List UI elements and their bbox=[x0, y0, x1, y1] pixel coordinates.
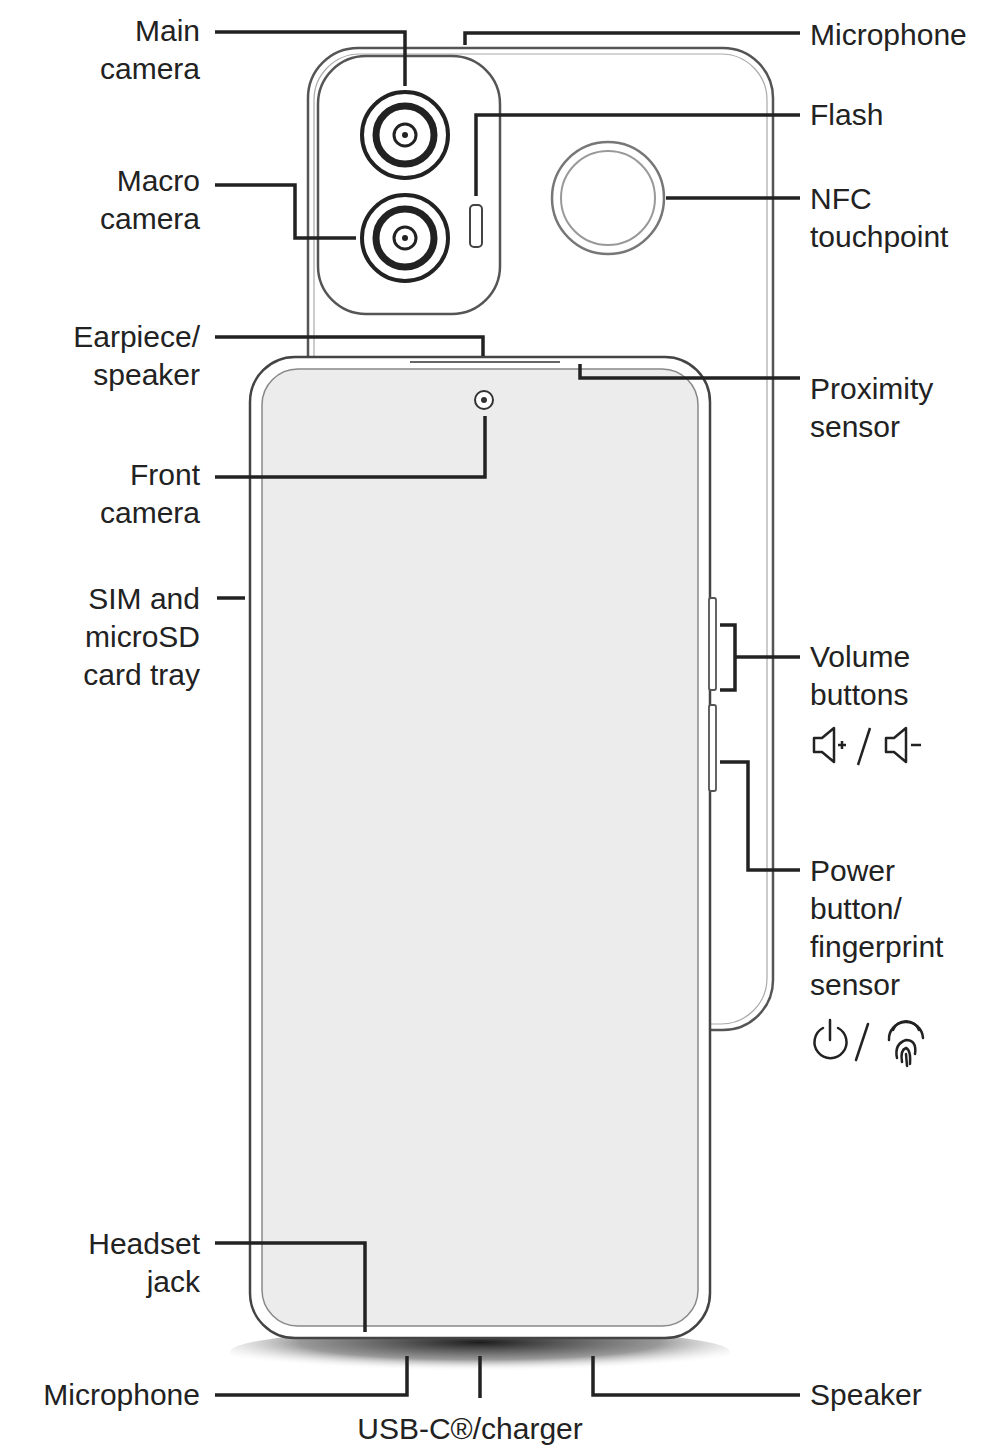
phone-front bbox=[250, 357, 710, 1338]
leader-line bbox=[735, 655, 800, 659]
leader-lines bbox=[215, 32, 800, 1398]
flash-led bbox=[470, 205, 482, 247]
leader-line bbox=[215, 416, 485, 477]
part-label: SIM and microSD card tray bbox=[50, 580, 200, 694]
part-label: Macro camera bbox=[80, 162, 200, 238]
power-fingerprint-icons bbox=[815, 1020, 923, 1066]
part-label: Front camera bbox=[80, 456, 200, 532]
volume-icons bbox=[814, 728, 921, 765]
part-label: Volume buttons bbox=[810, 638, 982, 714]
macro-camera-lens bbox=[362, 195, 448, 281]
front-camera-lens bbox=[475, 391, 493, 409]
leader-line bbox=[465, 33, 800, 45]
part-label: Main camera bbox=[80, 12, 200, 88]
main-camera-lens bbox=[362, 92, 448, 178]
volume-key bbox=[709, 598, 716, 690]
power-key bbox=[709, 705, 716, 791]
leader-line bbox=[666, 196, 800, 200]
part-label: NFC touchpoint bbox=[810, 180, 982, 256]
part-label: USB-C®/charger bbox=[357, 1410, 583, 1448]
leader-line bbox=[720, 762, 800, 870]
nfc-ring bbox=[552, 142, 664, 254]
leader-line bbox=[215, 1243, 365, 1332]
part-label: Flash bbox=[810, 96, 883, 134]
part-label: Headset jack bbox=[50, 1225, 200, 1301]
leader-line bbox=[215, 1356, 407, 1395]
leader-line bbox=[593, 1356, 800, 1395]
part-label: Earpiece/ speaker bbox=[50, 318, 200, 394]
front-camera-dot bbox=[481, 397, 487, 403]
part-label: Speaker bbox=[810, 1376, 922, 1414]
leader-line bbox=[215, 32, 405, 86]
screen bbox=[262, 369, 698, 1326]
camera-bump bbox=[318, 56, 500, 314]
part-label: Microphone bbox=[43, 1376, 200, 1414]
part-label: Microphone bbox=[810, 16, 967, 54]
part-label: Proximity sensor bbox=[810, 370, 982, 446]
leader-line bbox=[580, 364, 800, 378]
bracket bbox=[720, 625, 735, 690]
part-label: Power button/ fingerprint sensor bbox=[810, 852, 982, 1004]
earpiece-slit bbox=[410, 361, 560, 363]
leader-line bbox=[215, 185, 356, 238]
leader-line bbox=[215, 337, 483, 356]
leader-line bbox=[217, 596, 245, 600]
leader-line bbox=[478, 1356, 482, 1398]
leader-line bbox=[476, 115, 800, 196]
